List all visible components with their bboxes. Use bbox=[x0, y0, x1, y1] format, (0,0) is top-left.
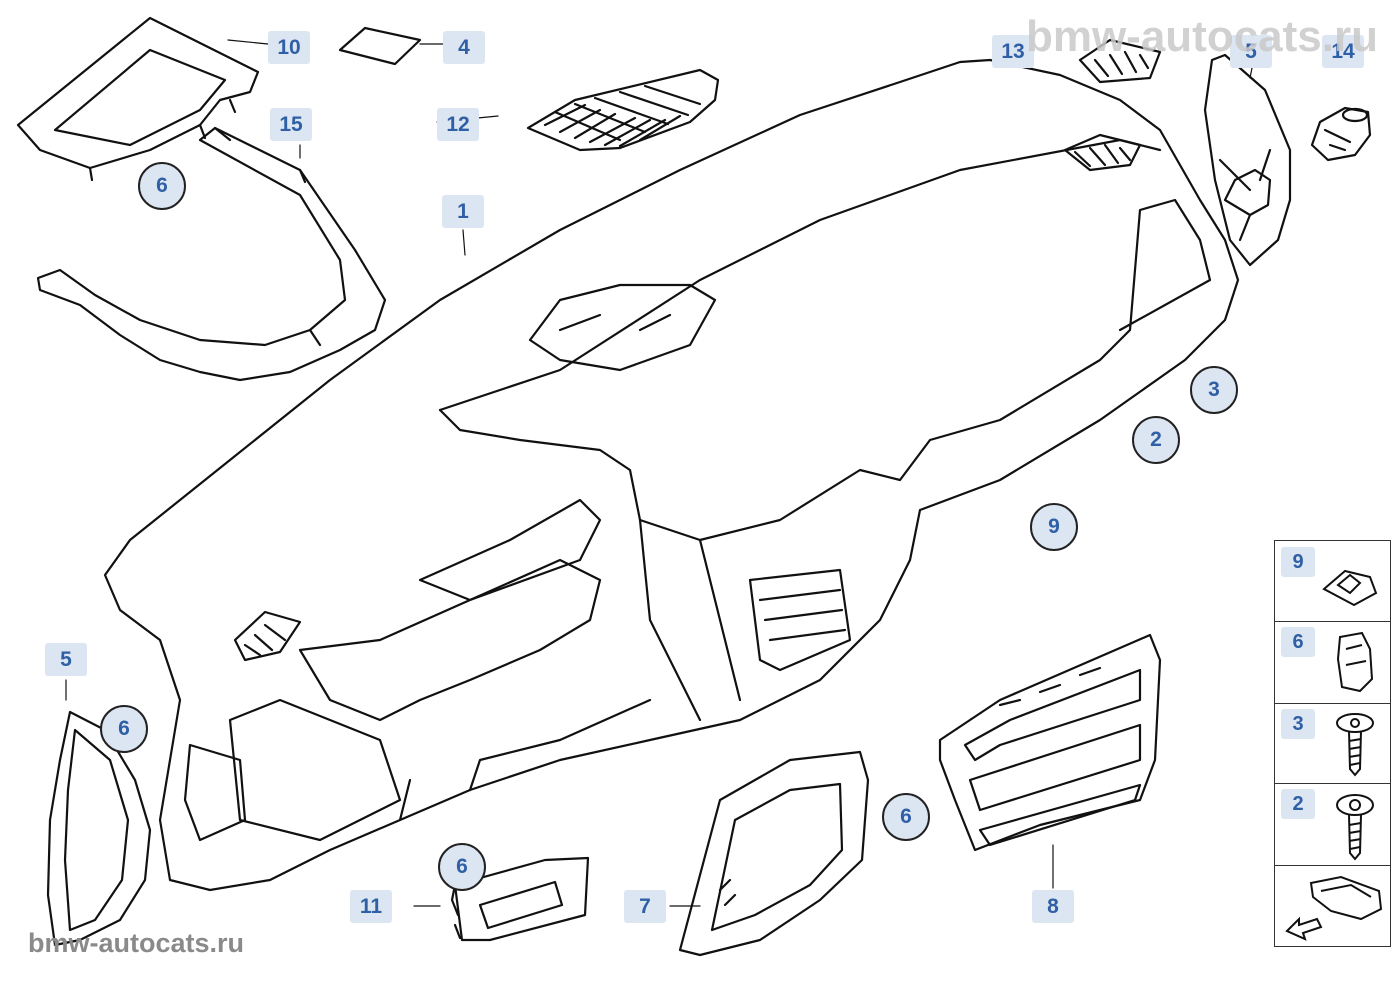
legend-row: 6 bbox=[1275, 621, 1390, 704]
callout-13: 13 bbox=[992, 35, 1034, 68]
callout-6-top-left: 6 bbox=[138, 162, 186, 210]
legend-number: 2 bbox=[1281, 789, 1315, 819]
legend-number: 3 bbox=[1281, 709, 1315, 739]
callout-14: 14 bbox=[1322, 35, 1364, 68]
callout-15: 15 bbox=[270, 108, 312, 141]
legend-row: 2 bbox=[1275, 783, 1390, 866]
trim-frame-part bbox=[16, 16, 260, 182]
callout-5-top: 5 bbox=[1230, 35, 1272, 68]
watermark-top: bmw-autocats.ru bbox=[1025, 12, 1378, 61]
watermark-bottom: bmw-autocats.ru bbox=[28, 928, 245, 958]
center-panel-part bbox=[938, 633, 1162, 852]
bolt-icon bbox=[1336, 794, 1374, 861]
end-cover-part bbox=[46, 710, 152, 947]
navigation-arrow-icon[interactable] bbox=[1281, 871, 1385, 941]
callout-1: 1 bbox=[442, 195, 484, 228]
lower-trim-frame-part bbox=[678, 750, 870, 957]
pad-part bbox=[338, 26, 422, 66]
callout-3: 3 bbox=[1190, 366, 1238, 414]
legend-number: 6 bbox=[1281, 627, 1315, 657]
legend-row: 3 bbox=[1275, 703, 1390, 784]
support-bracket-part bbox=[36, 126, 387, 382]
small-panel-part bbox=[450, 856, 590, 942]
callout-2: 2 bbox=[1132, 416, 1180, 464]
callout-4: 4 bbox=[443, 31, 485, 64]
callout-10: 10 bbox=[268, 31, 310, 64]
callout-7: 7 bbox=[624, 890, 666, 923]
fastener-legend: 9 6 3 2 bbox=[1274, 540, 1391, 947]
clip-nut-icon bbox=[1322, 569, 1378, 607]
clip-part bbox=[1310, 106, 1372, 162]
legend-row bbox=[1275, 865, 1390, 945]
legend-row: 9 bbox=[1275, 541, 1390, 622]
legend-number: 9 bbox=[1281, 547, 1315, 577]
callout-9: 9 bbox=[1030, 503, 1078, 551]
callout-6-bottom: 6 bbox=[438, 843, 486, 891]
leader-lines bbox=[65, 39, 1253, 907]
speaker-grille-part bbox=[526, 68, 720, 152]
callout-6-center: 6 bbox=[882, 793, 930, 841]
spring-clip-icon bbox=[1336, 631, 1374, 693]
callout-8: 8 bbox=[1032, 890, 1074, 923]
callout-12: 12 bbox=[437, 108, 479, 141]
vent-part bbox=[1078, 38, 1162, 84]
screw-icon bbox=[1336, 713, 1374, 777]
callout-5-left: 5 bbox=[45, 643, 87, 676]
callout-6-left: 6 bbox=[100, 705, 148, 753]
dashboard-body-part bbox=[103, 58, 1240, 892]
side-trim-cover-part bbox=[1203, 53, 1292, 267]
callout-11: 11 bbox=[350, 890, 392, 923]
